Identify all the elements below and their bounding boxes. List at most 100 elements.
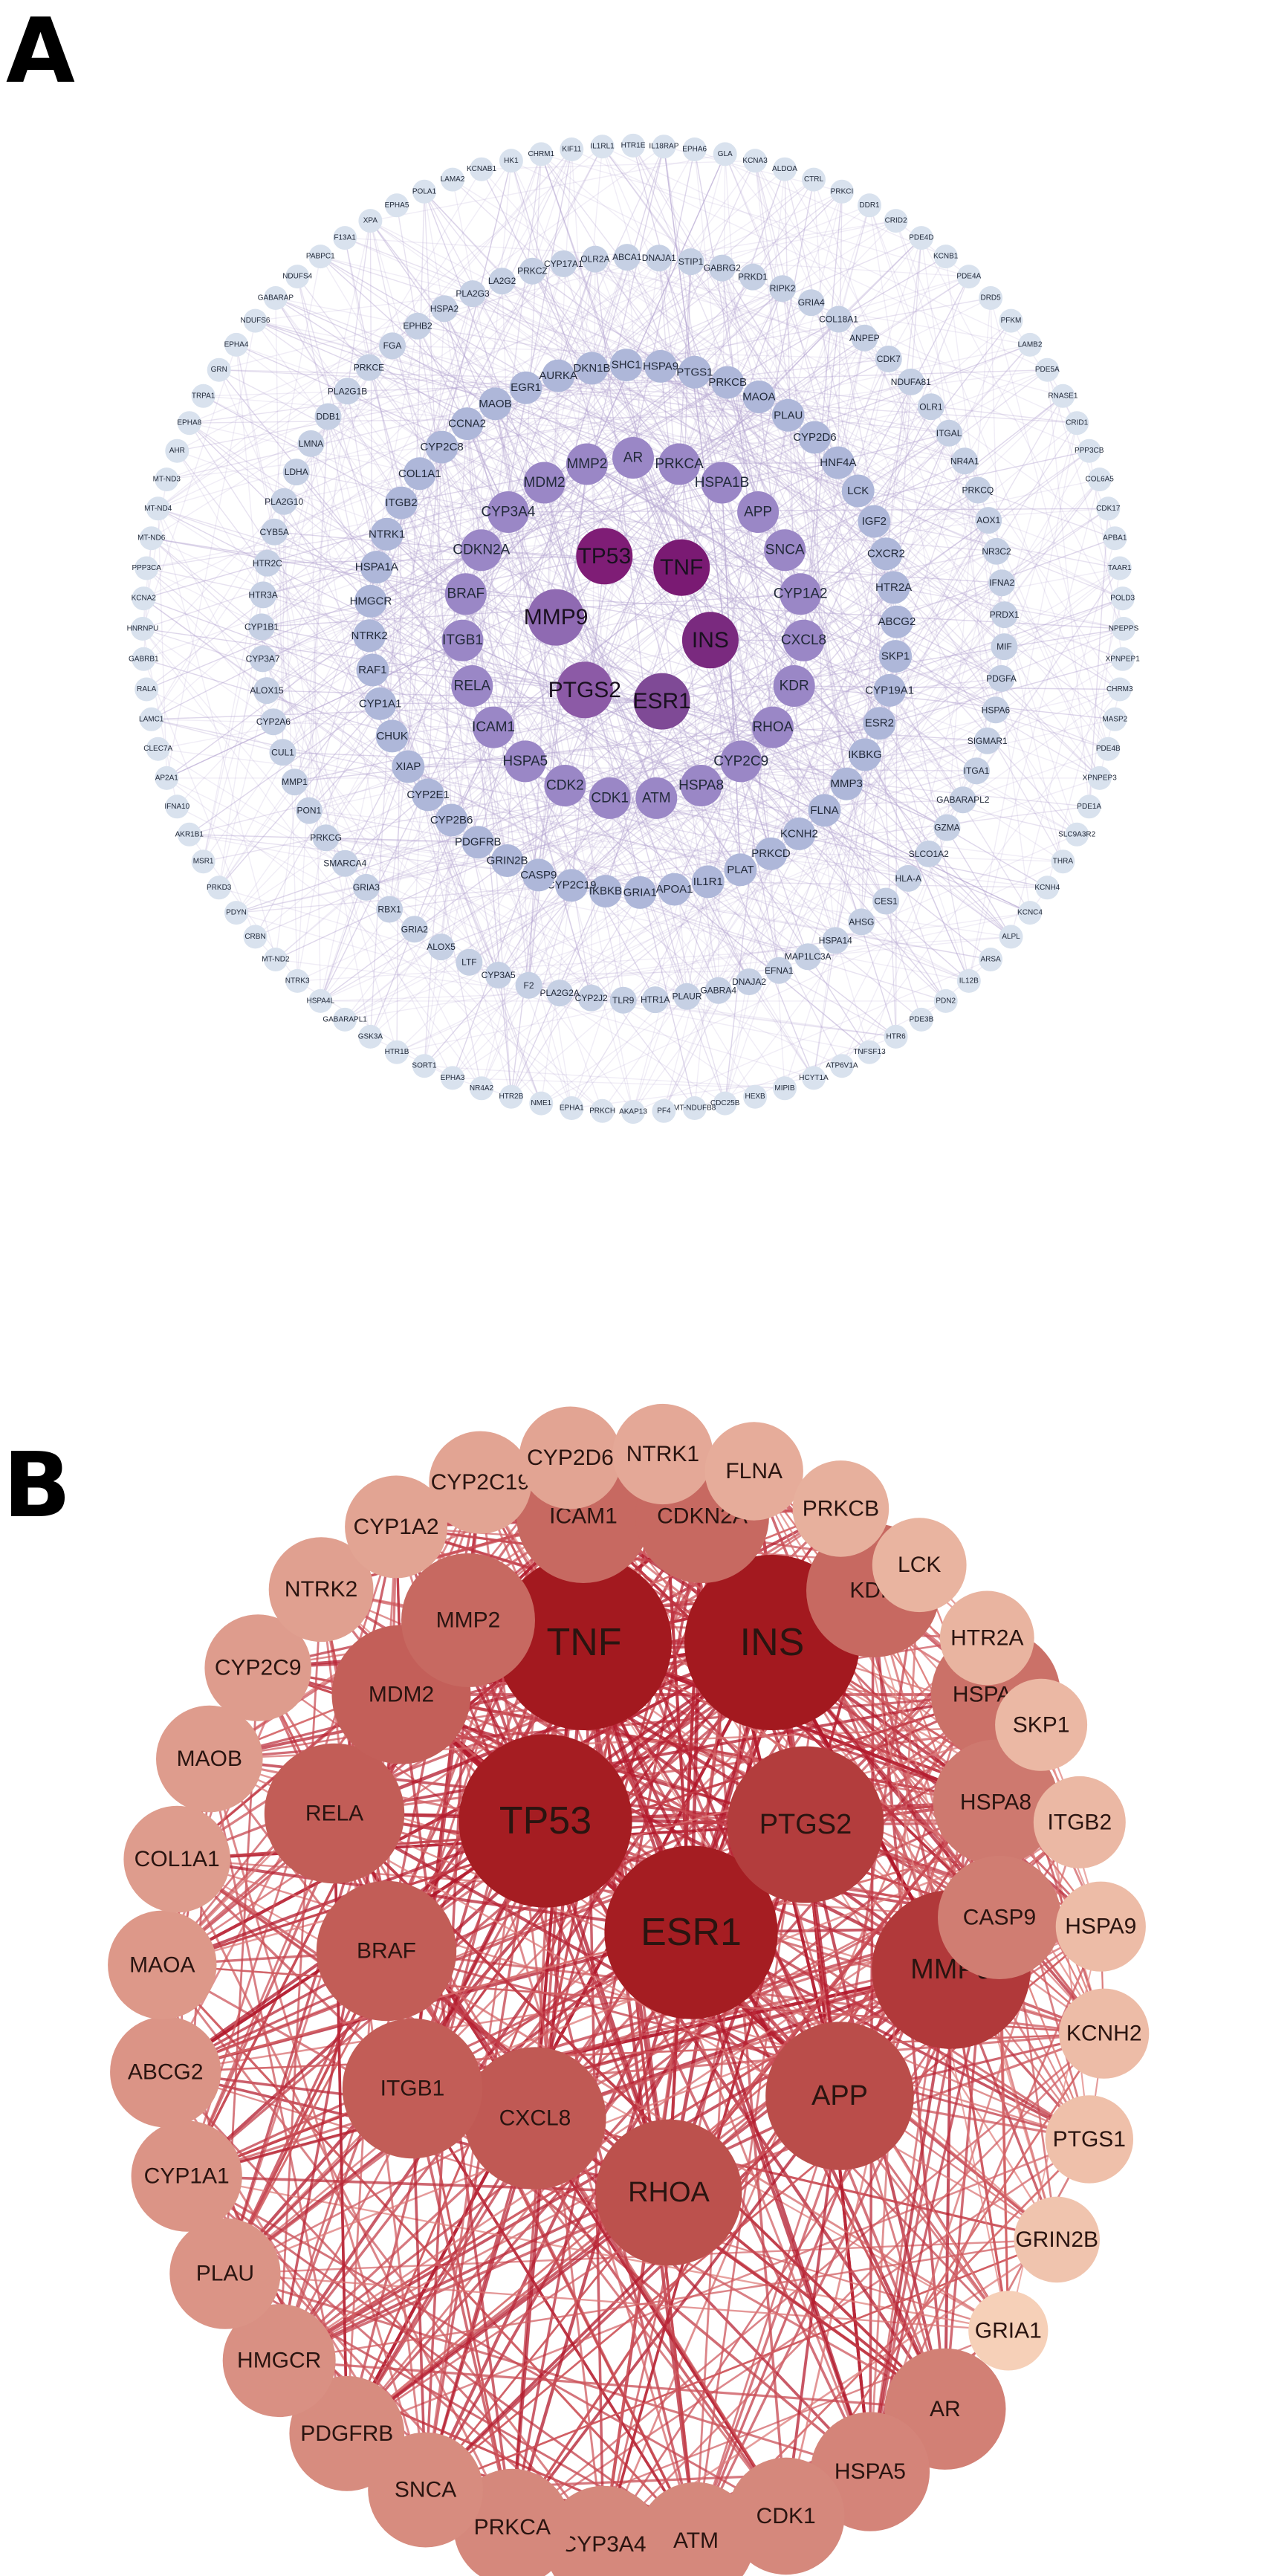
panel-a-edge [370,1036,453,1079]
panel-a-node-label: FLNA [810,804,838,817]
panel-a-node: INS [681,612,739,669]
panel-a-edge [218,369,728,384]
panel-a-edge [392,149,572,346]
panel-a-edge [604,555,890,691]
panel-a-node-circle [884,209,908,233]
panel-a-node: CYP1A1 [359,687,401,720]
panel-a-edge [392,345,889,360]
panel-a-node-label: MIF [997,641,1012,652]
panel-a-node: CES1 [872,887,900,915]
panel-a-node: GSK3A [358,1024,383,1049]
panel-a-node: CYP17A1 [544,250,583,277]
panel-a-node: NTRK1 [369,517,405,551]
panel-a-edge [1046,598,1124,888]
panel-a-edge [694,149,759,513]
panel-b-edge [386,1949,1090,2140]
panel-a-node: NTRK2 [351,619,388,653]
panel-a-node: PRKCH [589,1098,615,1123]
panel-a-edge [885,553,1064,862]
panel-a-edge [563,263,1063,397]
panel-a-node-circle [499,149,523,173]
panel-b-node-circle [429,1431,532,1534]
panel-a-node-label: HTR2A [875,581,912,594]
panel-b-node: PRKCB [792,1460,890,1557]
panel-a-node: RNASE1 [1048,384,1078,408]
panel-a-edge [267,555,605,564]
panel-a-edge [236,220,897,913]
panel-a-node: HNRNPU [127,617,158,641]
panel-a-node-circle [949,786,976,814]
panel-a-node-circle [488,268,516,295]
panel-a-node-label: IKBKB [589,885,622,898]
panel-a-edge [655,727,774,799]
panel-a-node: STIP1 [677,248,704,276]
panel-a-node-circle [782,619,825,661]
panel-a-edge [864,238,922,755]
panel-a-node: HSPA8 [678,765,724,806]
panel-a-edge [584,149,696,690]
panel-a-node-circle [711,366,745,399]
panel-a-node: KCNA3 [742,149,768,173]
panel-b-node: CYP1A1 [131,2120,242,2232]
panel-a-node-circle [542,359,575,392]
panel-a-edge [344,482,545,864]
panel-a-node-circle [794,943,822,971]
panel-a-edge [1046,369,1124,630]
panel-a-node-label: ITGA1 [964,766,990,776]
panel-a-node-circle [1096,737,1121,761]
panel-a-edge [555,617,991,960]
panel-b-edge [401,1693,952,1971]
panel-a-node: PRKCI [830,179,854,204]
panel-a-node-label: CRID1 [1066,419,1088,427]
panel-b-node-circle [595,2119,742,2266]
panel-a-edge [158,191,843,509]
panel-a-node-circle [678,355,711,389]
panel-b-node-label: CASP9 [963,1906,1036,1930]
panel-a-edge [889,690,964,800]
panel-b-node-circle [1059,1988,1150,2079]
panel-a-edge [255,320,858,492]
panel-a-edge [282,463,680,753]
panel-a-edge [540,153,989,521]
panel-a-node: MMP3 [830,767,863,800]
panel-a-edge [525,761,656,1000]
panel-a-node-circle [680,765,722,806]
panel-a-node-circle [519,257,546,285]
panel-a-edge [701,785,870,1053]
panel-a-node-label: KCNA3 [742,157,768,165]
panel-b-node-circle [155,1705,263,1813]
panel-a-edge [424,259,596,1067]
panel-a-node-circle [802,1066,826,1090]
panel-a-node: CXCL8 [781,619,826,661]
panel-a-edge [721,482,742,870]
panel-a-edge [189,415,788,424]
panel-b-edge [425,2239,1057,2491]
panel-a-node-circle [877,571,910,604]
panel-a-edge [236,726,774,913]
panel-a-edge [158,366,369,509]
panel-a-edge [408,722,880,768]
panel-a-node: PRDX1 [990,601,1020,629]
panel-a-edge [531,271,875,522]
panel-a-node-circle [621,1100,645,1124]
panel-a-edge [814,437,930,855]
panel-b-node-circle [345,1475,448,1579]
panel-a-node-label: PLA2G2A [540,988,580,998]
panel-b-node-label: ESR1 [641,1911,742,1954]
panel-a-edge [267,263,564,564]
panel-a-node: PDE4B [1096,737,1121,761]
panel-a-node-circle [392,750,425,783]
panel-a-edge [151,537,393,737]
panel-a-edge [325,837,991,960]
panel-a-edge [344,237,370,368]
panel-a-node-label: CDK7 [877,354,901,364]
panel-a-node-label: DNAJA1 [642,253,676,263]
panel-a-node-circle [773,1076,797,1101]
panel-a-edge [462,462,839,641]
panel-a-edge [369,220,508,861]
panel-a-edge [681,567,772,854]
panel-a-edge [146,568,499,976]
panel-a-node-label: DDB1 [316,412,340,422]
panel-a-node-label: AKR1B1 [175,830,204,838]
